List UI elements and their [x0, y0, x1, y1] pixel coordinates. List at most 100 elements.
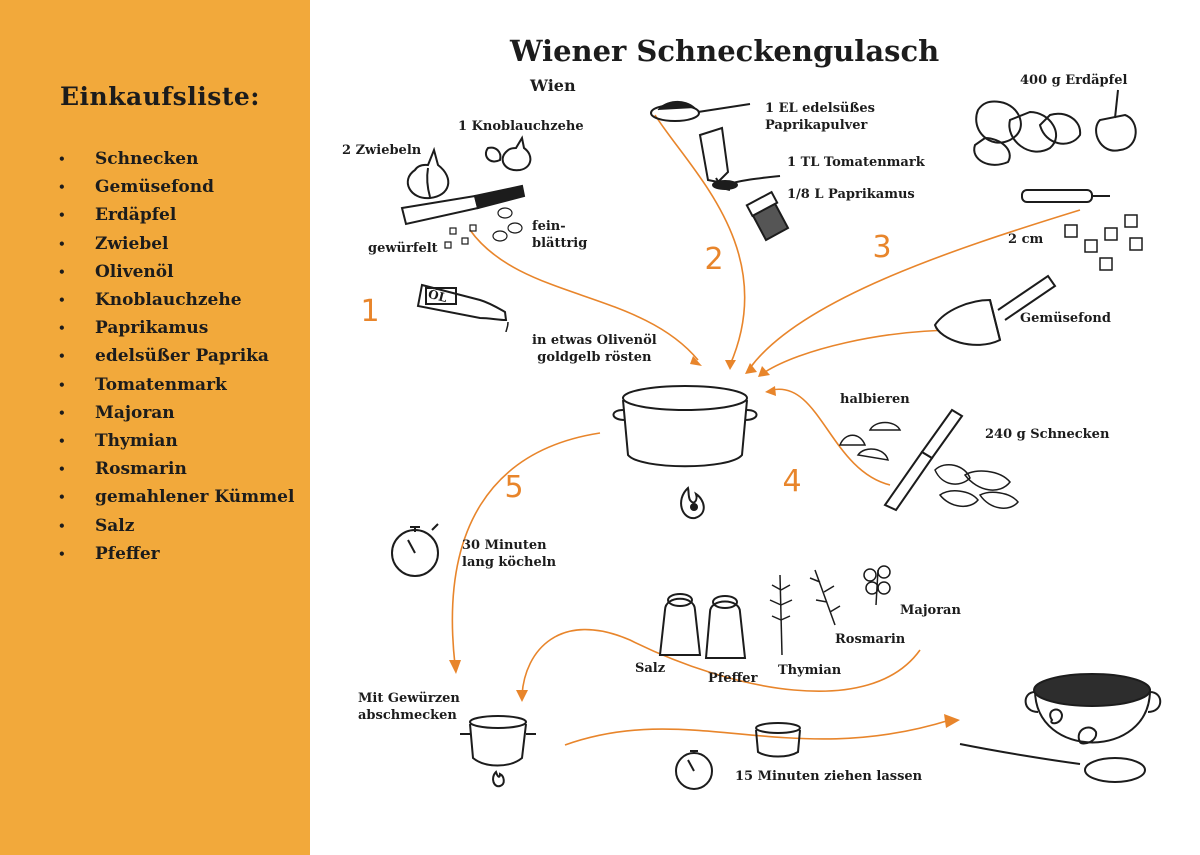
label-erdaepfel: 400 g Erdäpfel [1020, 73, 1128, 88]
bullet: • [58, 490, 66, 505]
arrowhead-spices [516, 690, 528, 702]
shopping-list-title: Einkaufsliste: [60, 82, 261, 111]
shopping-list: •Schnecken•Gemüsefond•Erdäpfel•Zwiebel•O… [58, 145, 294, 568]
bullet: • [58, 152, 66, 167]
shopping-item: •Pfeffer [58, 540, 294, 568]
shopping-item: • Thymian [58, 427, 294, 455]
shopping-item-label: Paprikamus [95, 318, 209, 339]
thyme-icon [769, 574, 793, 656]
flame-icon [680, 486, 705, 520]
label-majoran: Majoran [900, 603, 961, 618]
garlic-slices-icon [492, 207, 523, 242]
shopping-item: •Majoran [58, 399, 294, 427]
shopping-item: • Knoblauchzehe [58, 286, 294, 314]
arrow-step1 [469, 229, 699, 361]
potato-cubes-icon [1064, 214, 1143, 271]
bullet: • [58, 546, 66, 561]
garlic-icon [484, 135, 532, 172]
arrow-step5 [451, 432, 601, 666]
label-knoblauch: 1 Knoblauchzehe [458, 119, 584, 134]
label-feinblaettrig: fein- blättrig [532, 219, 588, 251]
shopping-item-label: edelsüßer Paprika [95, 346, 269, 367]
step-number-1: 1 [360, 294, 380, 329]
shopping-item: • Zwiebel [58, 230, 294, 258]
salt-shaker-icon [658, 593, 702, 656]
arrow-step2 [654, 114, 746, 366]
shopping-item-label: Knoblauchzehe [95, 290, 242, 311]
shopping-item-label: Erdäpfel [95, 205, 177, 226]
knife-icon [400, 184, 526, 226]
bullet: • [58, 518, 66, 533]
arrowhead-pot-2 [725, 360, 736, 370]
arrow-serve [564, 719, 951, 746]
small-pot-icon [460, 715, 536, 767]
cooking-pot-icon [612, 385, 758, 468]
small-flame-icon [492, 770, 505, 788]
onion-icon [406, 146, 450, 200]
bullet: • [58, 208, 66, 223]
oil-bottle-icon [416, 283, 509, 333]
shopping-item-label: Olivenöl [95, 261, 174, 282]
label-ziehen: 15 Minuten ziehen lassen [735, 769, 923, 784]
shopping-item-label: Rosmarin [95, 459, 187, 480]
shopping-list-panel: Einkaufsliste: •Schnecken•Gemüsefond•Erd… [0, 0, 310, 855]
rosemary-icon [809, 569, 841, 626]
bullet: • [58, 349, 66, 364]
shopping-item: • edelsüßer Paprika [58, 342, 294, 370]
shopping-item: • Salz [58, 511, 294, 539]
shopping-item: • Schnecken [58, 145, 294, 173]
peeling-knife-icon [1021, 189, 1110, 203]
label-schnecken: 240 g Schnecken [985, 427, 1110, 442]
step-number-4: 4 [782, 464, 802, 499]
step-number-3: 3 [872, 230, 892, 265]
recipe-canvas: Wiener Schneckengulasch Wien 2 Zwiebeln … [310, 0, 1200, 855]
label-2cm: 2 cm [1008, 232, 1044, 247]
tomato-paste-tube-icon [698, 126, 781, 191]
halving-knife-icon [883, 408, 964, 512]
shopping-item-label: Gemüsefond [95, 177, 214, 198]
shopping-item-label: Tomatenmark [95, 374, 227, 395]
shopping-item-label: Schnecken [95, 149, 199, 170]
spoon-paprika-icon [650, 101, 751, 122]
arrowhead-pot-5 [765, 386, 776, 396]
arrow-step3b [764, 329, 961, 373]
label-roesten: in etwas Olivenöl goldgelb rösten [532, 333, 657, 365]
shopping-item-label: Majoran [95, 402, 175, 423]
pepper-shaker-icon [704, 595, 747, 659]
label-pfeffer: Pfeffer [708, 671, 758, 686]
shopping-item: •Gemüsefond [58, 173, 294, 201]
shopping-item: •Olivenöl [58, 258, 294, 286]
step-number-5: 5 [504, 470, 524, 505]
shopping-item-label: Salz [95, 515, 135, 536]
arrowhead-pot-3 [745, 363, 757, 374]
label-abschmecken: Mit Gewürzen abschmecken [358, 691, 460, 723]
spoon-icon [959, 743, 1146, 783]
potatoes-icon [973, 100, 1082, 166]
shopping-item: •gemahlener Kümmel [58, 483, 294, 511]
label-gewuerfelt: gewürfelt [368, 241, 438, 256]
marjoram-icon [863, 565, 891, 606]
arrowhead-pot-4 [758, 366, 770, 377]
step-number-2: 2 [704, 242, 724, 277]
bullet: • [58, 377, 66, 392]
arrowhead-pot-1 [690, 356, 702, 366]
shopping-item: • Erdäpfel [58, 201, 294, 229]
shopping-item-label: Thymian [95, 430, 178, 451]
bullet: • [58, 236, 66, 251]
arrow-spices [521, 628, 921, 696]
arrowhead-step5 [449, 660, 461, 674]
label-halbieren: halbieren [840, 392, 910, 407]
snail-pieces-icon [838, 421, 1019, 509]
resting-pot-icon [755, 722, 801, 758]
bullet: • [58, 321, 66, 336]
label-tomatenmark: 1 TL Tomatenmark [787, 155, 925, 170]
bullet: • [58, 433, 66, 448]
shopping-item-label: Zwiebel [95, 233, 169, 254]
label-zwiebeln: 2 Zwiebeln [342, 143, 422, 158]
label-rosmarin: Rosmarin [835, 632, 906, 647]
label-paprikamus: 1/8 L Paprikamus [787, 187, 915, 202]
jar-icon [745, 190, 790, 242]
arrowhead-serve [944, 714, 960, 728]
bullet: • [58, 293, 66, 308]
soup-bowl-icon [1024, 673, 1162, 745]
